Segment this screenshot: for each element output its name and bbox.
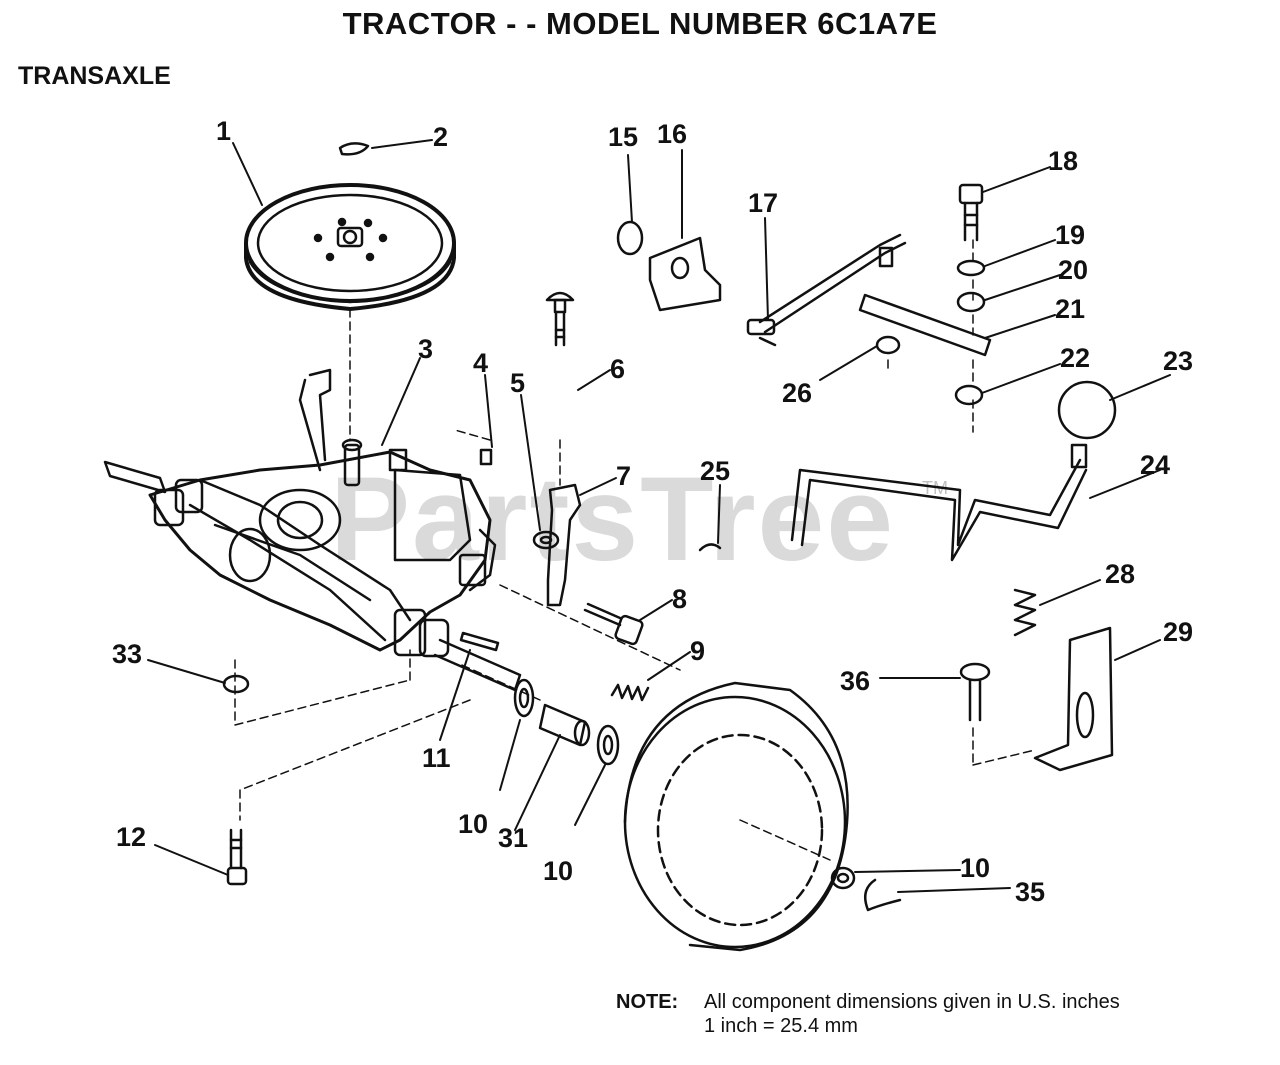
carriage-bolt-part: [545, 291, 575, 347]
nut-part-33: [222, 674, 250, 694]
callout-24: 24: [1140, 450, 1170, 480]
callout-35: 35: [1015, 877, 1045, 907]
callout-3: 3: [418, 334, 433, 364]
callout-8: 8: [672, 584, 687, 614]
callout-31: 31: [498, 823, 528, 853]
bolt-part-8: [583, 602, 644, 646]
washer-part-20: [956, 291, 986, 313]
callout-7: 7: [616, 461, 631, 491]
clip-part-35: [863, 878, 902, 912]
callout-36: 36: [840, 666, 870, 696]
note-line-2: 1 inch = 25.4 mm: [704, 1015, 858, 1037]
callout-1: 1: [216, 116, 231, 146]
callout-10-a: 10: [458, 809, 488, 839]
callout-9: 9: [690, 636, 705, 666]
callout-10-c: 10: [960, 853, 990, 883]
pin-part-25: [698, 543, 722, 552]
callout-21: 21: [1055, 294, 1085, 324]
callout-17: 17: [748, 188, 778, 218]
callout-22: 22: [1060, 343, 1090, 373]
spacer-part: [538, 703, 591, 747]
washer-part-22: [954, 384, 984, 406]
note-line-1: All component dimensions given in U.S. i…: [704, 991, 1120, 1013]
bracket-part-16: [648, 236, 722, 312]
diagram-title: TRACTOR - - MODEL NUMBER 6C1A7E: [342, 6, 938, 41]
nut-part-26: [875, 335, 901, 355]
lever-part-24: [790, 443, 1088, 562]
callout-20: 20: [1058, 255, 1088, 285]
callout-23: 23: [1163, 346, 1193, 376]
axle-key-part: [459, 631, 500, 652]
key-part: [479, 448, 493, 466]
bolt-part-12: [226, 828, 248, 886]
rod-part-17: [746, 233, 907, 347]
bracket-part: [546, 483, 582, 607]
clip-part: [338, 142, 370, 156]
nut-part: [532, 530, 560, 550]
screw-part-36: [959, 662, 991, 722]
plate-part-21: [858, 293, 992, 357]
pulley-part: [244, 183, 456, 441]
callout-4: 4: [473, 348, 488, 378]
callout-10-b: 10: [543, 856, 573, 886]
callout-28: 28: [1105, 559, 1135, 589]
washer-part-15: [616, 220, 644, 256]
spring-part-28: [1013, 588, 1037, 637]
tire-part: [623, 681, 849, 952]
callout-25: 25: [700, 456, 730, 486]
callout-19: 19: [1055, 220, 1085, 250]
bolt-part-18: [958, 183, 984, 242]
callout-11: 11: [422, 743, 451, 773]
section-title: TRANSAXLE: [18, 62, 171, 90]
callout-26: 26: [782, 378, 812, 408]
knob-part-23: [1057, 380, 1117, 440]
washer-part-19: [956, 259, 986, 277]
callout-2: 2: [433, 122, 448, 152]
note-label: NOTE:: [616, 991, 679, 1013]
callout-29: 29: [1163, 617, 1193, 647]
callout-18: 18: [1048, 146, 1078, 176]
callout-15: 15: [608, 122, 638, 152]
dimension-note: NOTE: All component dimensions given in U…: [616, 990, 1120, 1038]
spring-part-9: [610, 683, 650, 702]
callout-16: 16: [657, 119, 687, 149]
bracket-part-29: [1033, 626, 1114, 772]
callout-5: 5: [510, 368, 525, 398]
callout-33: 33: [112, 639, 142, 669]
callout-6: 6: [610, 354, 625, 384]
transaxle-part: [103, 368, 522, 692]
callout-12: 12: [116, 822, 146, 852]
